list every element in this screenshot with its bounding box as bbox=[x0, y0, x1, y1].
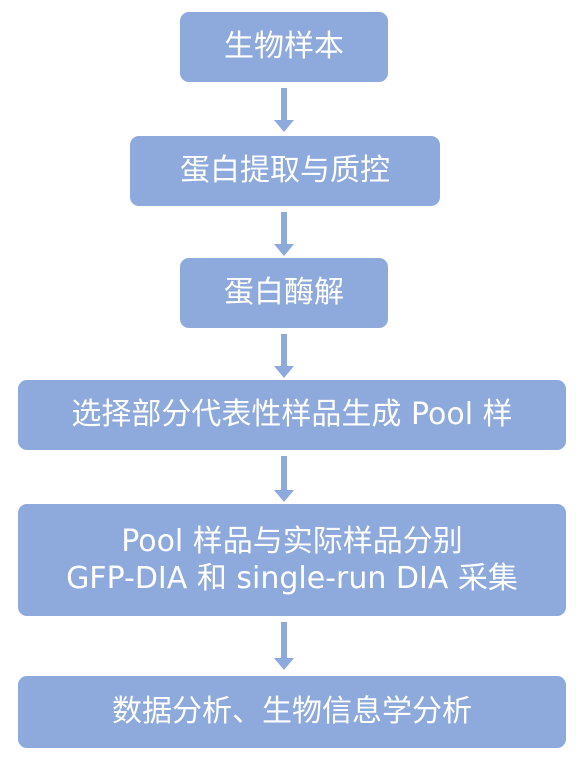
step-data-bioinformatics-analysis: 数据分析、生物信息学分析 bbox=[18, 676, 566, 748]
step-label-line-1: Pool 样品与实际样品分别 bbox=[121, 523, 463, 559]
step-label: 数据分析、生物信息学分析 bbox=[112, 694, 472, 730]
step-label: 蛋白酶解 bbox=[224, 275, 344, 311]
step-label: 生物样本 bbox=[224, 29, 344, 65]
step-biological-sample: 生物样本 bbox=[180, 12, 388, 82]
step-label: 选择部分代表性样品生成 Pool 样 bbox=[71, 397, 513, 433]
arrow-down-icon bbox=[274, 622, 294, 670]
step-protein-extraction-qc: 蛋白提取与质控 bbox=[130, 136, 440, 206]
step-label-line-2: GFP-DIA 和 single-run DIA 采集 bbox=[66, 561, 518, 596]
step-generate-pool-sample: 选择部分代表性样品生成 Pool 样 bbox=[18, 380, 566, 450]
arrow-down-icon bbox=[274, 212, 294, 256]
step-label: 蛋白提取与质控 bbox=[180, 153, 390, 189]
arrow-down-icon bbox=[274, 334, 294, 378]
step-protein-digestion: 蛋白酶解 bbox=[180, 258, 388, 328]
step-dia-acquisition: Pool 样品与实际样品分别 GFP-DIA 和 single-run DIA … bbox=[18, 504, 566, 616]
arrow-down-icon bbox=[274, 456, 294, 502]
arrow-down-icon bbox=[274, 88, 294, 132]
